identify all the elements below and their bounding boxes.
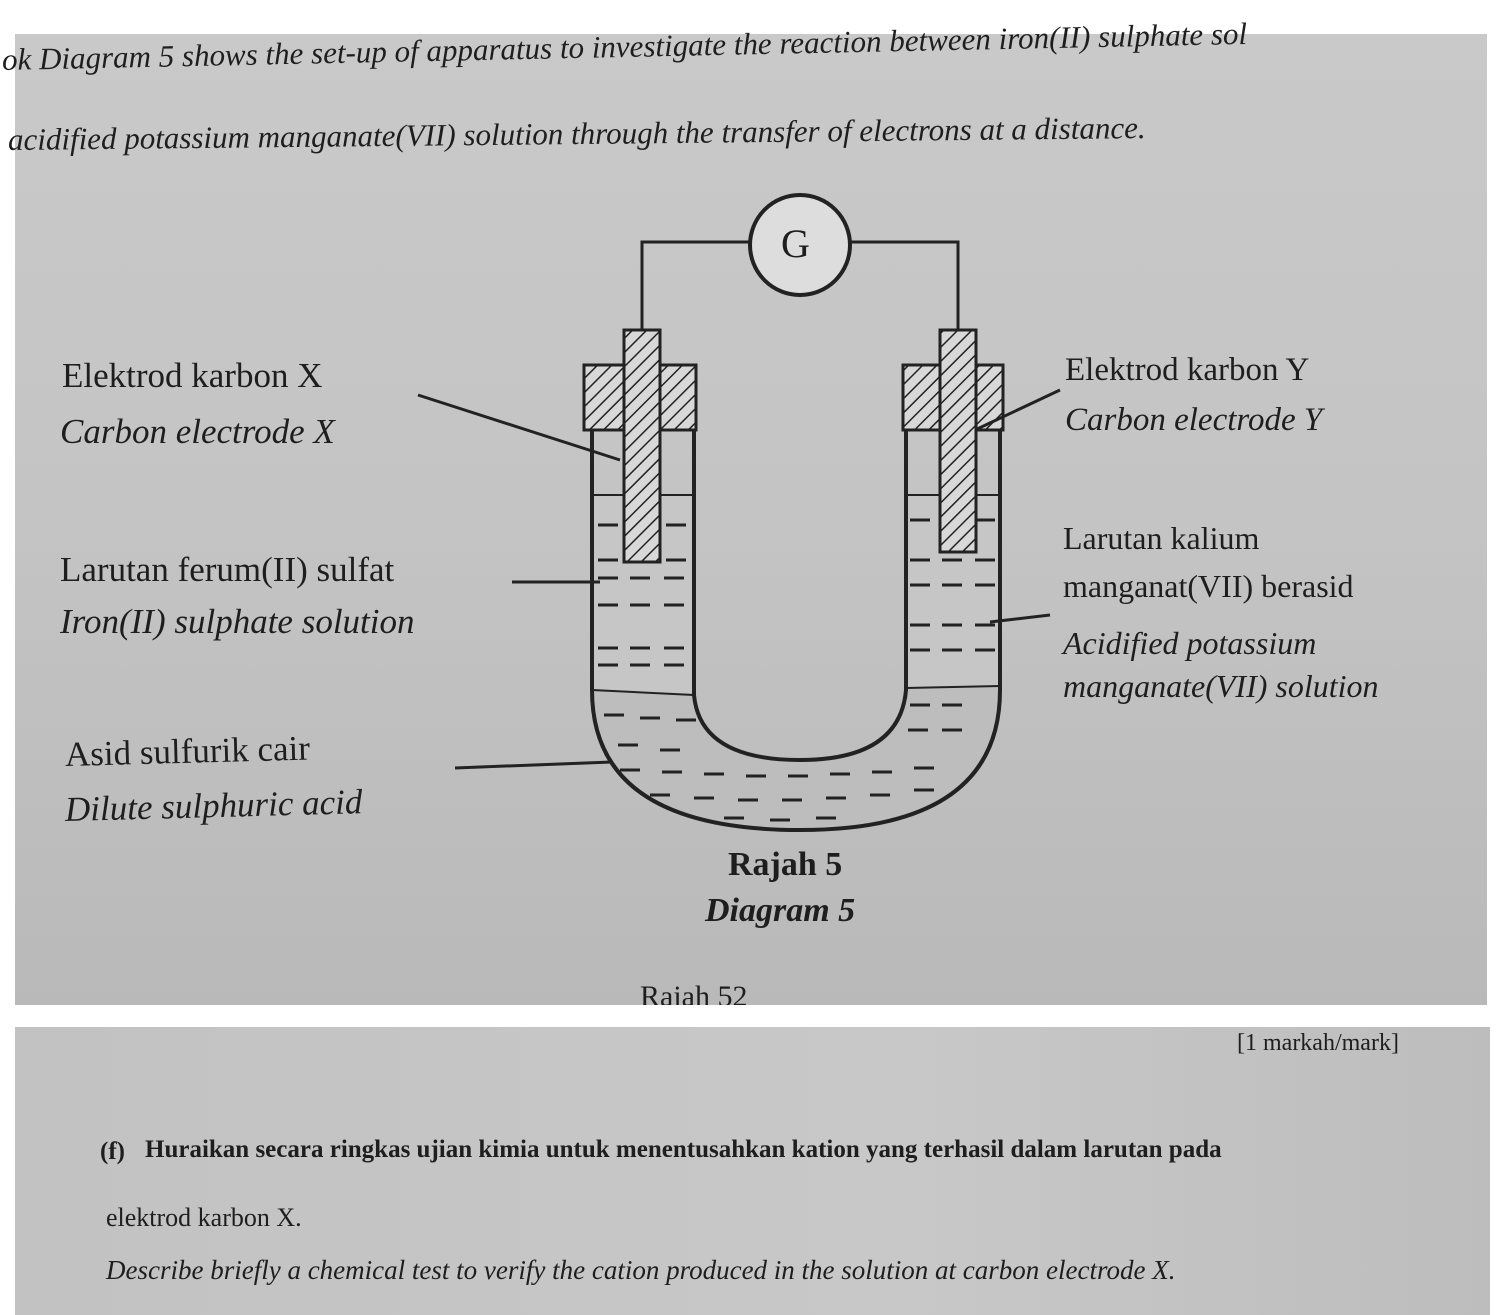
label-electrode-x-en: Carbon electrode X (60, 412, 335, 451)
cut-off-text: Raiah 52 (640, 980, 748, 1005)
label-manganate-en-1: Acidified potassium (1063, 625, 1317, 661)
label-electrode-y-en: Carbon electrode Y (1065, 402, 1323, 438)
caption-en: Diagram 5 (705, 892, 856, 929)
label-iron-solution-ms: Larutan ferum(II) sulfat (60, 550, 395, 589)
diagram-photo (15, 34, 1487, 1005)
label-electrode-x-ms: Elektrod karbon X (62, 356, 323, 395)
liquid-dashes (598, 518, 995, 822)
label-acid-ms: Asid sulfurik cair (64, 728, 311, 774)
galvanometer-icon (748, 193, 852, 297)
connecting-wire (850, 240, 960, 332)
pointer-acid (454, 760, 613, 770)
label-iron-solution-en: Iron(II) sulphate solution (60, 602, 415, 641)
connecting-wire (640, 240, 752, 332)
carbon-electrode-y (938, 328, 978, 554)
label-acid-en: Dilute sulphuric acid (64, 782, 363, 829)
carbon-electrode-x (622, 328, 662, 564)
question-text-ms-2: elektrod karbon X. (106, 1203, 302, 1232)
pointer-electrode-y (974, 388, 1061, 432)
question-text-ms-1: Huraikan secara ringkas ujian kimia untu… (145, 1136, 1222, 1163)
label-manganate-ms-1: Larutan kalium (1063, 520, 1260, 556)
question-label: (f) (100, 1138, 125, 1165)
pointer-manganate-solution (989, 613, 1051, 624)
label-manganate-en-2: manganate(VII) solution (1063, 668, 1379, 704)
caption-ms: Rajah 5 (728, 846, 843, 883)
galvanometer-label: G (781, 221, 810, 266)
question-photo (15, 1027, 1490, 1315)
label-manganate-ms-2: manganat(VII) berasid (1063, 568, 1354, 604)
marks-label: [1 markah/mark] (1237, 1030, 1399, 1056)
u-tube-inner (692, 390, 908, 763)
question-text-en: Describe briefly a chemical test to veri… (106, 1255, 1176, 1285)
label-electrode-y-ms: Elektrod karbon Y (1065, 352, 1310, 388)
pointer-electrode-x (417, 393, 621, 462)
u-tube (590, 390, 1002, 833)
